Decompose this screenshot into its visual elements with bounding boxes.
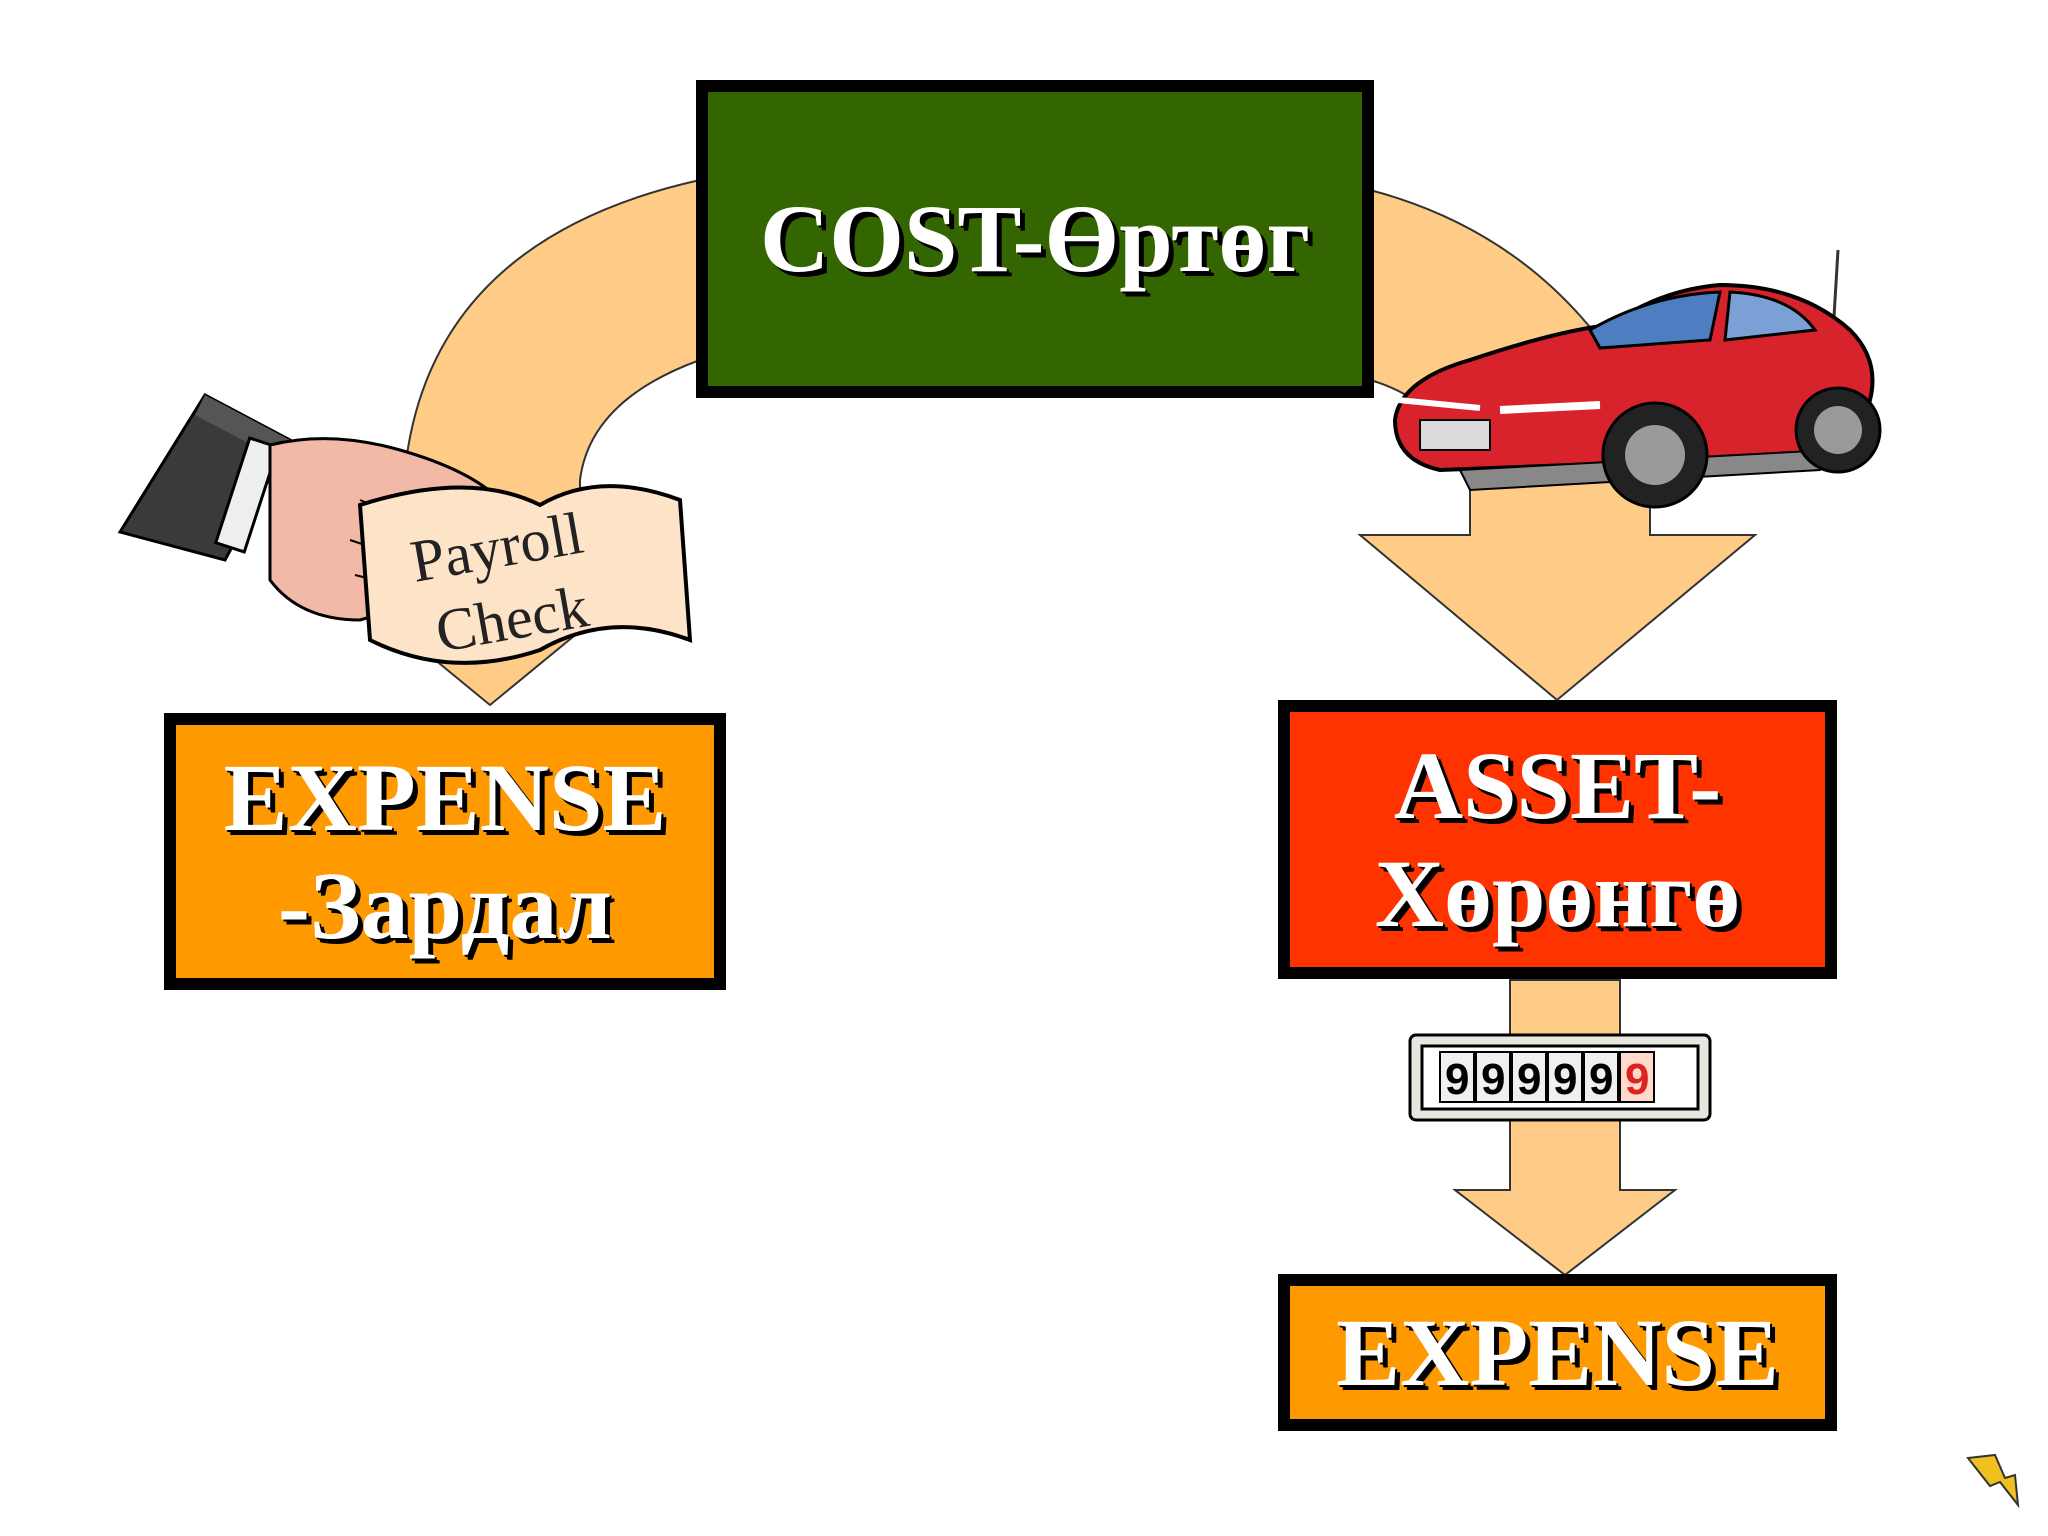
odometer-digit: 9 bbox=[1625, 1055, 1649, 1104]
odometer-digit: 9 bbox=[1553, 1055, 1577, 1104]
hand-with-check-icon: Payroll Check bbox=[117, 393, 693, 665]
lightning-bolt-icon bbox=[1966, 1453, 2020, 1509]
cost-label: COST-Өртөг bbox=[759, 185, 1311, 293]
straight-arrow-down bbox=[1452, 979, 1678, 1277]
odometer-icon: 9 9 9 9 9 9 bbox=[1408, 1033, 1712, 1122]
asset-label-line2: Хөрөнгө bbox=[1374, 839, 1741, 947]
asset-box: ASSET- Хөрөнгө bbox=[1278, 700, 1837, 979]
odometer-digit: 9 bbox=[1481, 1055, 1505, 1104]
expense-left-label-line1: EXPENSE bbox=[223, 743, 667, 851]
red-car-icon bbox=[1392, 249, 1882, 509]
cost-box: COST-Өртөг bbox=[696, 80, 1374, 398]
expense-right-label: EXPENSE bbox=[1336, 1298, 1779, 1406]
expense-box-right: EXPENSE bbox=[1278, 1274, 1837, 1431]
asset-label-line1: ASSET- bbox=[1393, 731, 1722, 839]
odometer-digit: 9 bbox=[1445, 1055, 1469, 1104]
odometer-digit: 9 bbox=[1517, 1055, 1541, 1104]
expense-left-label-line2: -Зардал bbox=[277, 851, 613, 959]
odometer-digit: 9 bbox=[1589, 1055, 1613, 1104]
expense-box-left: EXPENSE -Зардал bbox=[164, 713, 726, 990]
